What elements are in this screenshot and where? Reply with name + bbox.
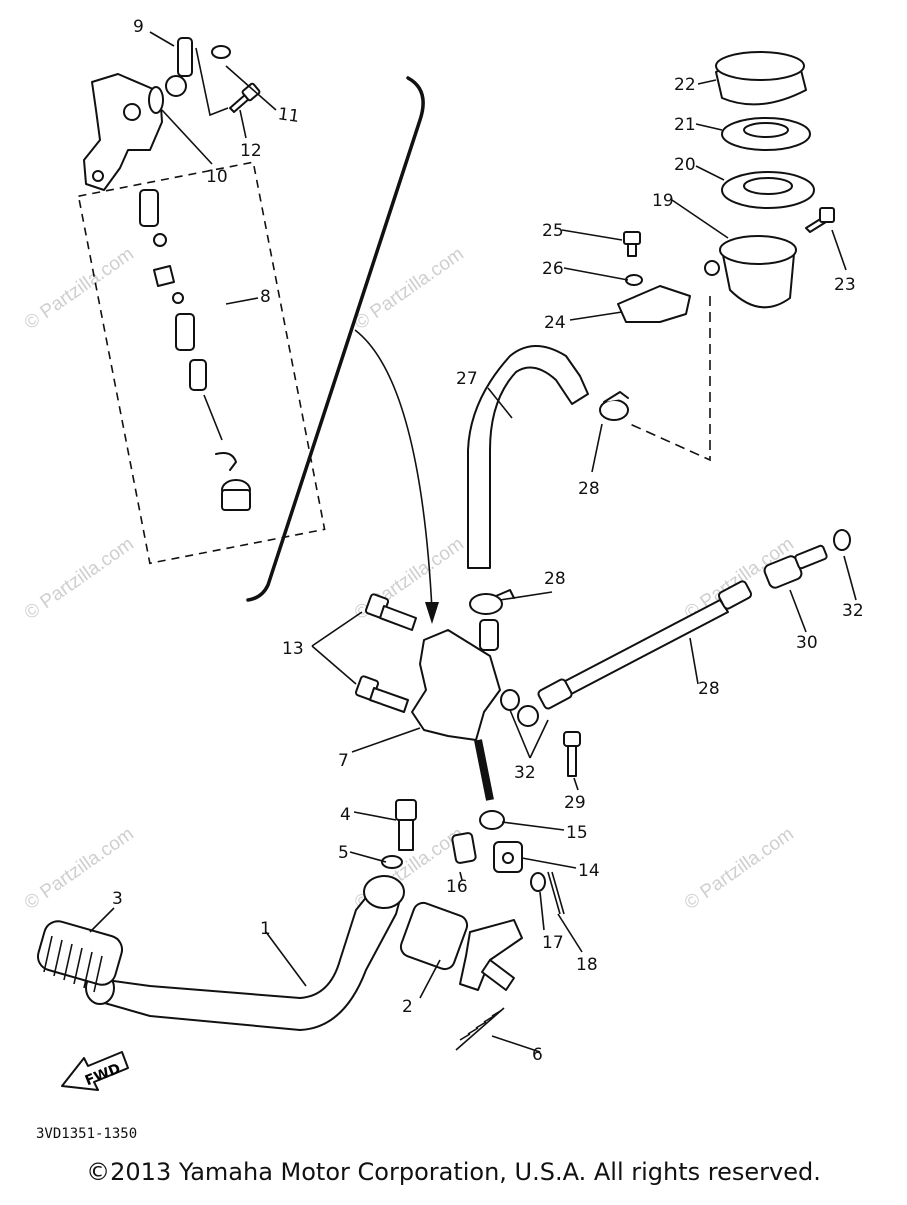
leader-9-12 — [195, 47, 229, 117]
callout-12: 12 — [240, 141, 262, 161]
part-11-washer — [211, 45, 231, 59]
callout-6: 6 — [532, 1045, 543, 1065]
callout-21: 21 — [674, 115, 696, 135]
callout-30: 29 — [564, 793, 586, 813]
pointer-arrow-line — [354, 329, 433, 611]
callout-4: 4 — [340, 805, 351, 825]
callout-8: 8 — [260, 287, 271, 307]
leader-reservoir-hose — [629, 296, 711, 462]
callout-2: 2 — [402, 997, 413, 1017]
callout-10: 10 — [206, 167, 228, 187]
part-19-reservoir-tank — [704, 235, 797, 309]
part-27-hose — [467, 345, 589, 569]
part-14-clevis — [493, 841, 523, 873]
part-28-clamp-upper — [599, 391, 629, 421]
callout-1: 1 — [260, 919, 271, 939]
part-15-nut — [479, 810, 505, 830]
callout-3: 3 — [112, 889, 123, 909]
part-4-bolt — [395, 799, 417, 851]
callout-14: 14 — [578, 861, 600, 881]
divider-curve — [246, 76, 425, 602]
part-26-washer — [625, 274, 643, 286]
watermark: © Partzilla.com — [351, 243, 468, 334]
part-9-banjo-fitting — [165, 37, 193, 97]
callout-22: 22 — [674, 75, 696, 95]
callout-20: 20 — [674, 155, 696, 175]
callout-23: 23 — [834, 275, 856, 295]
callout-11: 11 — [277, 104, 301, 127]
part-18-cotter-pin — [547, 871, 565, 915]
callout-31: 30 — [796, 633, 818, 653]
leader-lines — [89, 31, 857, 1053]
part-17-washer — [530, 872, 546, 892]
part-30-bolt — [563, 731, 581, 777]
part-5-washer — [381, 855, 403, 869]
callout-17: 17 — [542, 933, 564, 953]
part-13-bolt-upper — [364, 593, 417, 631]
callout-7: 7 — [338, 751, 349, 771]
watermark: © Partzilla.com — [681, 823, 798, 914]
callout-13: 13 — [282, 639, 304, 659]
callout-32-right: 32 — [842, 601, 864, 621]
part-7-master-cylinder — [411, 619, 501, 801]
callout-19: 19 — [652, 191, 674, 211]
part-23-screw — [805, 207, 835, 233]
part-31-adjuster — [763, 544, 828, 589]
part-25-screw — [623, 231, 641, 257]
pointer-arrowhead — [425, 602, 439, 624]
watermark: © Partzilla.com — [21, 533, 138, 624]
part-29-brake-rod — [537, 580, 753, 710]
callout-16: 16 — [446, 877, 468, 897]
copyright-notice: ©2013 Yamaha Motor Corporation, U.S.A. A… — [86, 1158, 821, 1186]
part-10-o-ring — [148, 86, 164, 114]
part-32-washer-right — [833, 529, 851, 551]
callout-26: 26 — [542, 259, 564, 279]
watermark: © Partzilla.com — [21, 243, 138, 334]
part-12-bolt — [229, 82, 261, 113]
part-32-washer-left — [500, 689, 520, 711]
callout-27: 27 — [456, 369, 478, 389]
callout-18: 18 — [576, 955, 598, 975]
part-16-pin — [451, 832, 477, 864]
callout-labels: 9 11 12 10 8 22 21 20 19 23 25 26 24 27 … — [112, 17, 864, 1065]
part-21-diaphragm-plate — [721, 117, 811, 151]
part-28-clamp-lower — [469, 589, 515, 615]
part-13-bolt-lower — [354, 675, 409, 713]
part-24-reservoir-bracket — [617, 285, 691, 323]
callout-5: 5 — [338, 843, 349, 863]
callout-9: 9 — [133, 17, 144, 37]
part-2-brake-shaft — [399, 901, 523, 991]
callout-29: 28 — [698, 679, 720, 699]
fwd-arrow-icon: FWD — [61, 1051, 129, 1091]
part-code: 3VD1351-1350 — [36, 1126, 138, 1142]
callout-25: 25 — [542, 221, 564, 241]
callout-28-lower: 28 — [544, 569, 566, 589]
part-6-spring — [455, 1007, 505, 1051]
callout-24: 24 — [544, 313, 566, 333]
part-20-diaphragm — [721, 171, 815, 209]
part-8-kit-box — [77, 161, 326, 565]
part-8-kit-parts — [139, 189, 251, 511]
part-3-footrest-rubber — [36, 920, 124, 993]
callout-32-left: 32 — [514, 763, 536, 783]
callout-28-upper: 28 — [578, 479, 600, 499]
callout-15: 15 — [566, 823, 588, 843]
part-22-reservoir-cap — [715, 51, 807, 106]
part-32-washer-left-2 — [517, 705, 539, 727]
